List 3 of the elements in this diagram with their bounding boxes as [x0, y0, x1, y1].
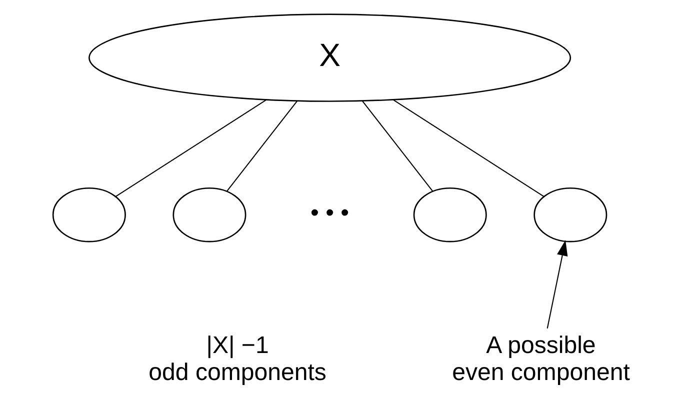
label: • • • [310, 199, 349, 226]
node-text: A possible even component [452, 332, 630, 386]
label: |X| −1 odd components [148, 332, 326, 386]
